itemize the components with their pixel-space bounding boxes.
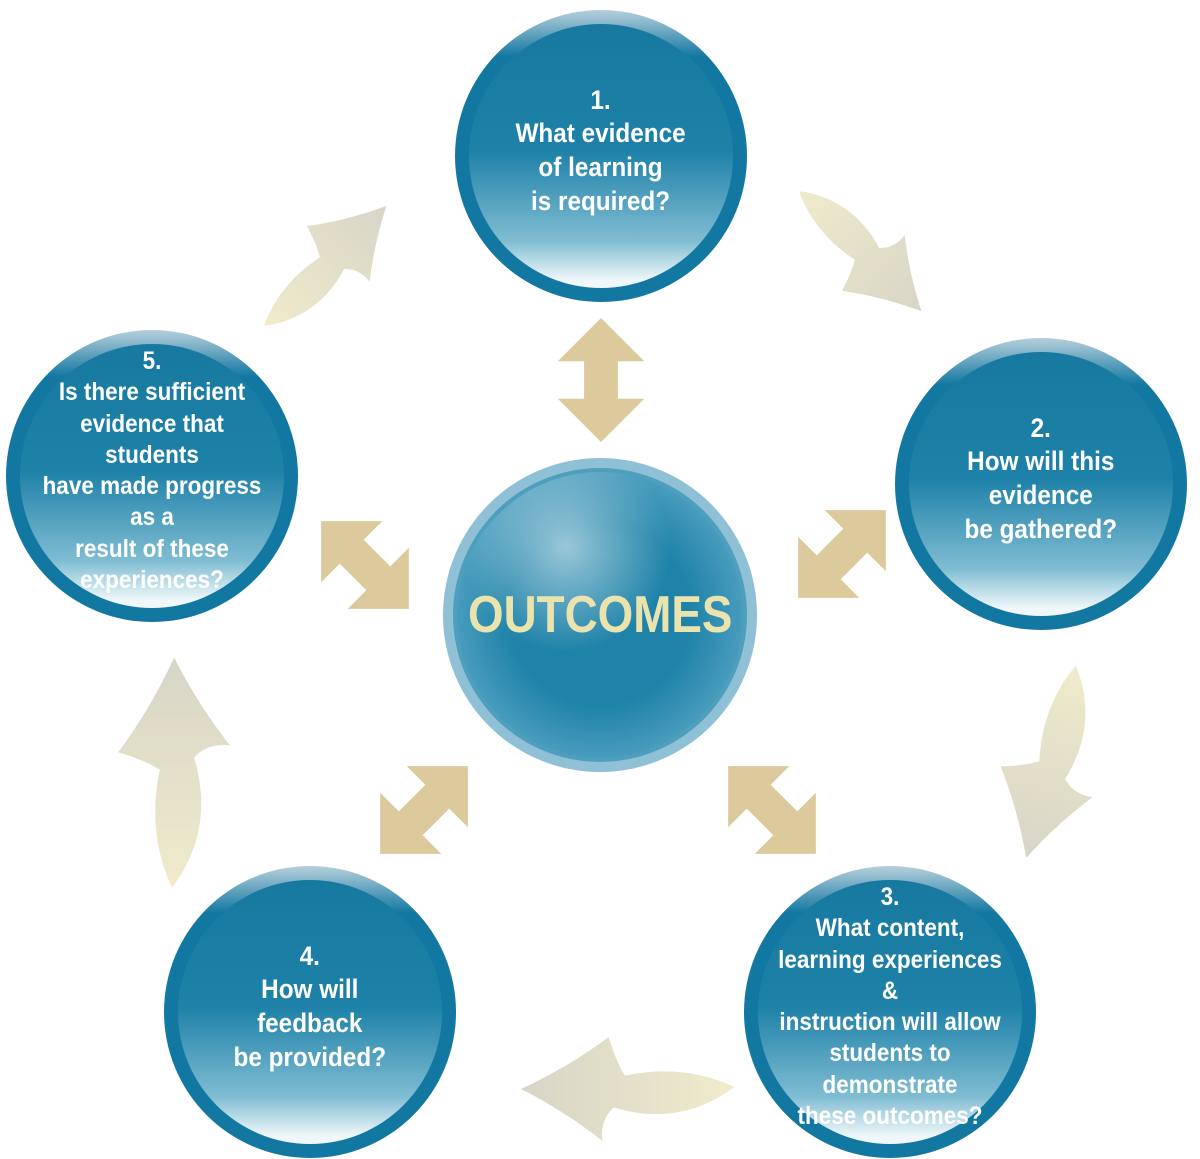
curved-arrow-icon-node5-node1 <box>226 166 423 363</box>
center-circle-ring: OUTCOMES <box>453 468 747 762</box>
node-5-body: 5. Is there sufficient evidence that stu… <box>20 344 284 608</box>
node-number: 4. <box>299 940 321 971</box>
bidirectional-arrow-icon-center-node5 <box>288 488 442 642</box>
node-3-body: 3. What content, learning experiences & … <box>758 880 1022 1144</box>
center-circle-body: OUTCOMES <box>457 472 743 758</box>
bidirectional-arrow-icon-center-node4 <box>347 733 501 887</box>
node-text: How will this evidence be gathered? <box>964 446 1118 544</box>
node-4-circle: 4. How will feedback be provided? <box>164 866 456 1158</box>
center-label: OUTCOMES <box>467 586 733 644</box>
node-number: 2. <box>1030 412 1052 443</box>
node-text: Is there sufficient evidence that studen… <box>42 378 262 594</box>
node-4-body: 4. How will feedback be provided? <box>178 880 442 1144</box>
node-text: What content, learning experiences & ins… <box>778 914 1002 1130</box>
node-number: 3. <box>880 883 900 911</box>
curved-arrow-icon-node3-node4 <box>515 1026 739 1148</box>
node-text: What evidence of learning is required? <box>515 118 687 216</box>
center-circle: OUTCOMES <box>443 458 757 772</box>
node-number: 5. <box>142 347 162 375</box>
curved-arrow-icon-node2-node3 <box>968 646 1132 877</box>
node-2-body: 2. How will this evidence be gathered? <box>909 352 1173 616</box>
curved-arrow-icon-node4-node5 <box>106 651 238 893</box>
node-2-circle: 2. How will this evidence be gathered? <box>895 338 1187 630</box>
curved-arrow-icon-node1-node2 <box>761 153 958 350</box>
bidirectional-arrow-icon-center-node1 <box>554 318 648 442</box>
bidirectional-arrow-icon-center-node3 <box>695 733 849 887</box>
node-1-circle: 1. What evidence of learning is required… <box>455 10 747 302</box>
node-number: 1. <box>590 84 612 115</box>
node-1-body: 1. What evidence of learning is required… <box>469 24 733 288</box>
node-text: How will feedback be provided? <box>233 974 387 1072</box>
node-5-circle: 5. Is there sufficient evidence that stu… <box>6 330 298 622</box>
node-3-circle: 3. What content, learning experiences & … <box>744 866 1036 1158</box>
